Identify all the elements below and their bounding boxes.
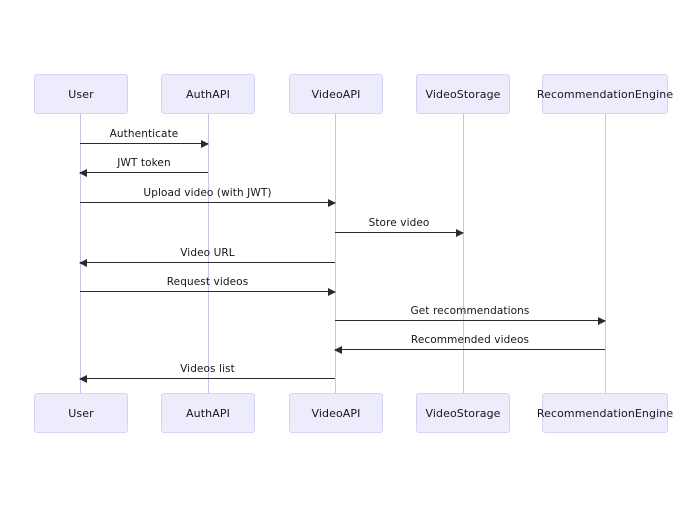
participant-label: VideoAPI [311,406,361,420]
lifeline-authapi [208,114,209,393]
participant-footer-user[interactable]: User [34,393,128,433]
message-label: Recommended videos [410,334,530,346]
message-label: Store video [368,217,430,229]
participant-footer-videoapi[interactable]: VideoAPI [289,393,383,433]
participant-header-authapi[interactable]: AuthAPI [161,74,255,114]
participant-label: AuthAPI [186,87,230,101]
arrow-head-icon [79,168,87,177]
arrow-head-icon [328,287,336,296]
message-label: Videos list [180,363,235,375]
arrow-head-icon [456,228,464,237]
message-label: Request videos [166,276,249,288]
participant-label: RecommendationEngine [536,406,674,420]
arrow-head-icon [328,198,336,207]
message-arrow[interactable] [334,345,605,354]
arrow-head-icon [79,374,87,383]
message-label: JWT token [117,157,171,169]
message-arrow[interactable] [335,228,464,237]
message-arrow[interactable] [80,139,209,148]
participant-label: VideoStorage [425,87,501,101]
participant-label: User [68,406,94,420]
message-label: Get recommendations [410,305,530,317]
message-arrow[interactable] [335,316,606,325]
participant-label: RecommendationEngine [536,87,674,101]
message-label: Authenticate [109,128,179,140]
message-label: Video URL [180,247,235,259]
participant-header-videoapi[interactable]: VideoAPI [289,74,383,114]
participant-label: User [68,87,94,101]
participant-header-user[interactable]: User [34,74,128,114]
message-arrow[interactable] [80,287,336,296]
participant-footer-videostorage[interactable]: VideoStorage [416,393,510,433]
participant-header-recommendationengine[interactable]: RecommendationEngine [537,74,673,114]
participant-label: VideoStorage [425,406,501,420]
message-arrow[interactable] [79,168,208,177]
message-label: Upload video (with JWT) [143,187,272,199]
message-arrow[interactable] [79,258,335,267]
arrow-head-icon [201,139,209,148]
participant-footer-authapi[interactable]: AuthAPI [161,393,255,433]
lifeline-videoapi [335,114,336,393]
participant-label: VideoAPI [311,87,361,101]
arrow-head-icon [334,345,342,354]
participant-footer-recommendationengine[interactable]: RecommendationEngine [537,393,673,433]
lifeline-recommendationengine [605,114,606,393]
participant-label: AuthAPI [186,406,230,420]
message-arrow[interactable] [80,198,336,207]
participant-header-videostorage[interactable]: VideoStorage [416,74,510,114]
lifeline-videostorage [463,114,464,393]
message-arrow[interactable] [79,374,335,383]
arrow-head-icon [79,258,87,267]
arrow-head-icon [598,316,606,325]
lifeline-user [80,114,81,393]
